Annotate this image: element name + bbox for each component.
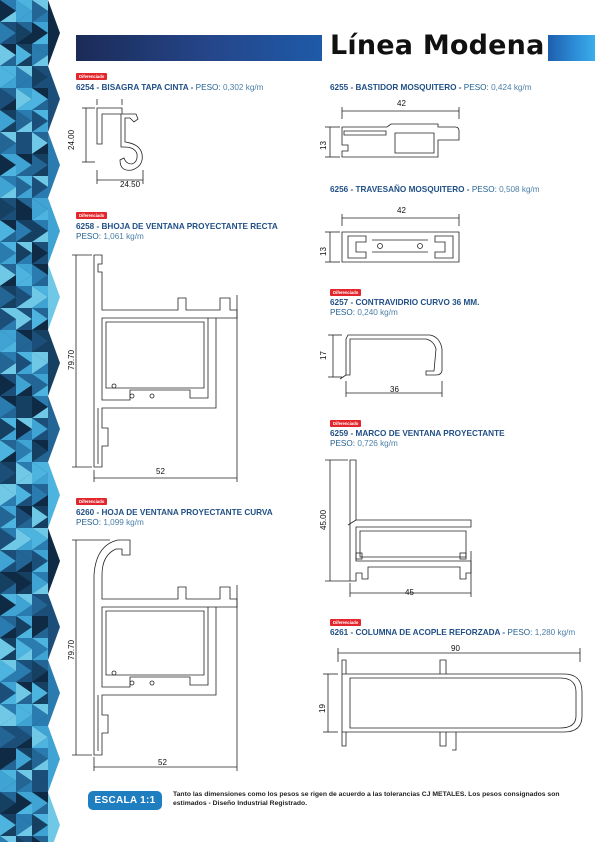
product-label-6258: 6258 - BHOJA DE VENTANA PROYECTANTE RECT… (76, 222, 278, 231)
dim-6258-width: 52 (156, 467, 165, 476)
dim-6254-height: 24.00 (67, 129, 76, 150)
product-weight-6257: PESO: 0,240 kg/m (330, 308, 398, 317)
profile-6261-drawing (323, 648, 583, 751)
product-label-6254: 6254 - BISAGRA TAPA CINTA - PESO: 0,302 … (76, 83, 264, 92)
product-label-6259: 6259 - MARCO DE VENTANA PROYECTANTE (330, 429, 505, 438)
product-label-6260: 6260 - HOJA DE VENTANA PROYECTANTE CURVA (76, 508, 273, 517)
scale-badge: ESCALA 1:1 (88, 791, 162, 810)
badge-diferenciado: Diferenciado (330, 420, 362, 427)
profile-6260-drawing (72, 539, 238, 771)
dim-6260-width: 52 (158, 758, 167, 767)
dim-6255-width: 42 (397, 99, 406, 108)
product-weight-6260: PESO: 1,099 kg/m (76, 518, 144, 527)
dim-6257-width: 36 (390, 385, 399, 394)
dim-6256-height: 13 (319, 247, 328, 256)
badge-diferenciado: Diferenciado (76, 498, 108, 505)
dim-6260-height: 79.70 (67, 639, 76, 660)
product-weight-6259: PESO: 0,726 kg/m (330, 439, 398, 448)
dim-6254-width: 24.50 (120, 180, 141, 189)
dim-6255-height: 13 (319, 141, 328, 150)
product-label-6257: 6257 - CONTRAVIDRIO CURVO 36 MM. (330, 298, 480, 307)
dim-6259-width: 45 (405, 588, 414, 597)
dim-6259-height: 45.00 (319, 509, 328, 530)
dim-6257-height: 17 (319, 351, 328, 360)
side-decorative-pattern (0, 0, 60, 842)
product-label-6255: 6255 - BASTIDOR MOSQUITERO - PESO: 0,424… (330, 83, 532, 92)
profile-6255-drawing (325, 107, 460, 158)
profile-6257-drawing (328, 334, 443, 397)
badge-diferenciado: Diferenciado (330, 289, 362, 296)
badge-diferenciado: Diferenciado (76, 73, 108, 80)
dim-6258-height: 79.70 (67, 349, 76, 370)
product-label-6261: 6261 - COLUMNA DE ACOPLE REFORZADA - PES… (330, 628, 576, 637)
dim-6261-width: 90 (451, 644, 460, 653)
page-title: Línea Modena (330, 30, 545, 61)
profile-6256-drawing (325, 214, 460, 263)
profile-6259-drawing (325, 459, 472, 597)
header-bar-left (76, 35, 322, 61)
profile-6254-drawing (82, 99, 144, 184)
header-bar-right (548, 35, 595, 61)
product-weight-6258: PESO: 1,061 kg/m (76, 232, 144, 241)
footer-note: Tanto las dimensiones como los pesos se … (173, 791, 560, 807)
badge-diferenciado: Diferenciado (330, 619, 362, 626)
product-label-6256: 6256 - TRAVESAÑO MOSQUITERO - PESO: 0,50… (330, 185, 540, 194)
dim-6261-height: 19 (318, 704, 327, 713)
profile-6258-drawing (72, 254, 238, 482)
dim-6256-width: 42 (397, 206, 406, 215)
badge-diferenciado: Diferenciado (76, 212, 108, 219)
